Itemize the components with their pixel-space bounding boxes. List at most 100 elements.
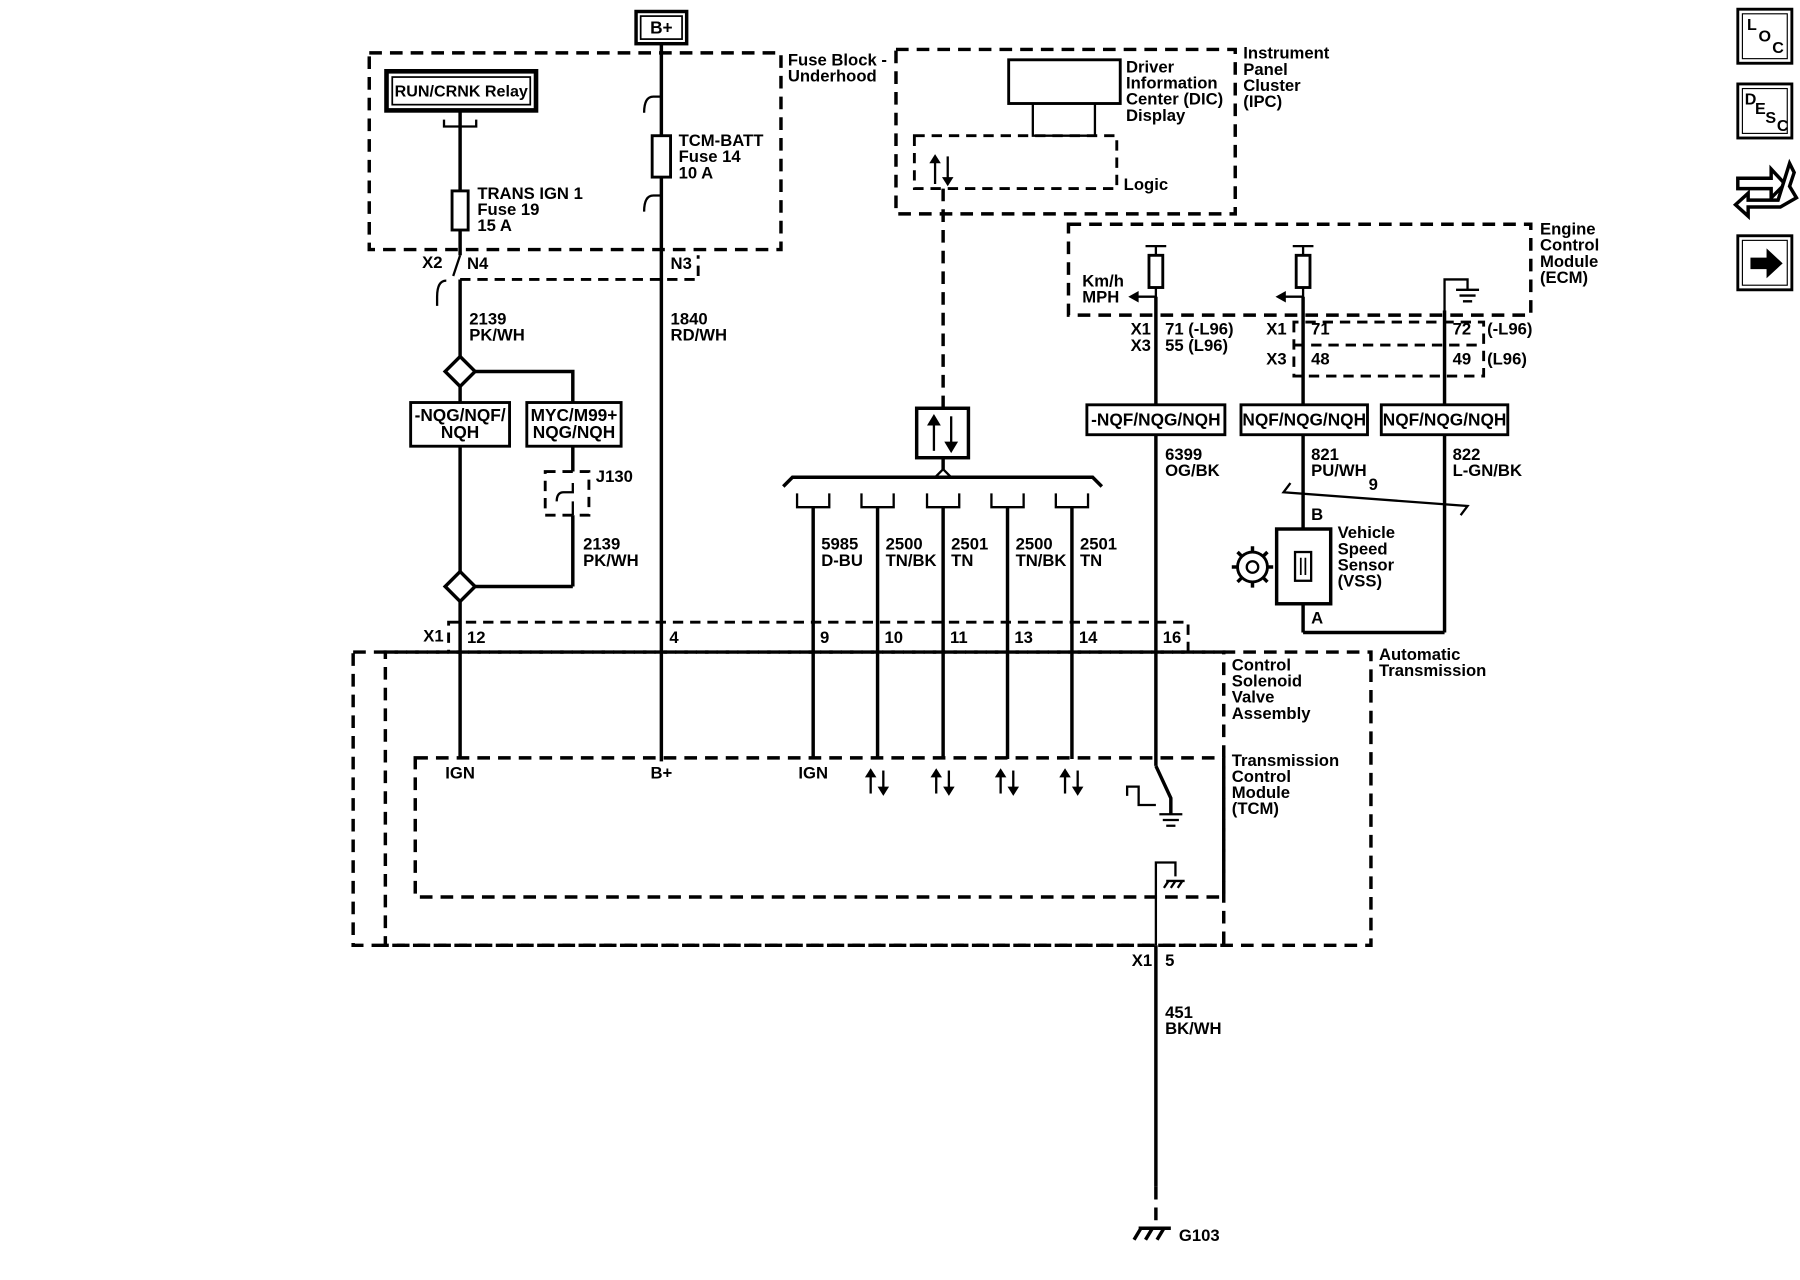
tcm-pin-16: 16 — [1163, 628, 1182, 647]
wire-1840-color: RD/WH — [671, 325, 727, 344]
tcm-pin-14: 14 — [1079, 628, 1098, 647]
option-box-ecm-a — [1085, 403, 1227, 437]
auto-trans-1: Automatic — [1379, 645, 1460, 664]
ipc-title-4: (IPC) — [1243, 92, 1282, 111]
twist-label: 9 — [1369, 475, 1378, 494]
relay-label: RUN/CRNK Relay — [395, 83, 528, 101]
ecm-c-pin-x3: 49 — [1453, 350, 1472, 369]
wire-5985-num: 5985 — [821, 535, 858, 554]
splice-j130 — [543, 470, 591, 517]
csva-1: Control — [1232, 655, 1291, 674]
wire-2500b-color: TN/BK — [1016, 551, 1067, 570]
serial-arrow-icon-14 — [1059, 768, 1084, 796]
power-source: B+ — [634, 9, 689, 46]
ground-x1: X1 — [1132, 951, 1152, 970]
vss-title-3: Sensor — [1338, 555, 1395, 574]
power-label: B+ — [650, 17, 673, 37]
ecm-a-x3: X3 — [1131, 336, 1151, 355]
fuse-block: Fuse Block - Underhood RUN/CRNK Relay TR… — [367, 43, 887, 762]
engine-control-module: Engine Control Module (ECM) Km/h MPH X1 … — [1066, 220, 1599, 405]
tcm-pin-12: 12 — [467, 628, 486, 647]
next-arrow-icon[interactable] — [1736, 234, 1794, 292]
tcm-bplus: B+ — [650, 764, 672, 783]
ground-label: G103 — [1179, 1226, 1220, 1245]
auto-trans-2: Transmission — [1379, 661, 1486, 680]
wire-2501a-color: TN — [951, 551, 973, 570]
side-nav: L O C D E S C — [1732, 7, 1799, 292]
connector-x2: X2 — [422, 253, 442, 272]
splice-diamond-bottom — [442, 569, 478, 604]
fuse-batt-line-2: Fuse 14 — [679, 147, 742, 166]
vss-pin-a: A — [1311, 608, 1323, 627]
instrument-panel-cluster: Instrument Panel Cluster (IPC) Driver In… — [894, 44, 1330, 216]
option-box-left — [409, 401, 511, 448]
dic-line-4: Display — [1126, 106, 1186, 125]
fuse-block-title-1: Fuse Block - — [788, 51, 887, 70]
wire-2139-num: 2139 — [469, 309, 506, 328]
fuse-tcm-batt — [650, 134, 673, 179]
ecm-a-pin-x1: 71 (-L96) — [1165, 320, 1234, 339]
vss-title-4: (VSS) — [1338, 572, 1382, 591]
speed-unit-kmh: Km/h — [1082, 271, 1124, 290]
splice-diamond-top — [442, 354, 478, 389]
wire-2139b-color: PK/WH — [583, 551, 639, 570]
csva-2: Solenoid — [1232, 672, 1302, 691]
fuse-batt-line-1: TCM-BATT — [679, 131, 764, 150]
speed-unit-mph: MPH — [1082, 287, 1119, 306]
vss-title-2: Speed — [1338, 539, 1388, 558]
logic-label: Logic — [1124, 175, 1168, 194]
wire-451-color: BK/WH — [1165, 1019, 1221, 1038]
dic-display — [1007, 58, 1122, 105]
ecm-b-x3: X3 — [1266, 350, 1286, 369]
option-left-2: NQH — [441, 422, 479, 442]
ipc-title-1: Instrument — [1243, 44, 1330, 63]
ipc-title-2: Panel — [1243, 60, 1287, 79]
ecm-title-2: Control — [1540, 236, 1599, 255]
wire-822-num: 822 — [1453, 445, 1481, 464]
ground-g103: X1 5 451 BK/WH G103 — [1132, 945, 1222, 1245]
ipc-logic — [912, 134, 1119, 191]
serial-arrow-icon-10 — [864, 768, 890, 796]
loc-letter-l: L — [1747, 16, 1757, 34]
schematic-icon[interactable] — [1732, 158, 1799, 221]
loc-icon[interactable]: L O C — [1736, 7, 1794, 65]
ign-option-branch: -NQG/NQF/ NQH MYC/M99+ NQG/NQH J130 2139… — [409, 354, 639, 760]
wire-2501b-num: 2501 — [1080, 535, 1117, 554]
option-left-1: -NQG/NQF/ — [415, 405, 506, 425]
pin-n4: N4 — [467, 254, 489, 273]
wire-1840-num: 1840 — [671, 309, 708, 328]
vss-title-1: Vehicle — [1338, 523, 1395, 542]
loc-letter-o: O — [1759, 27, 1772, 45]
wire-6399-color: OG/BK — [1165, 461, 1220, 480]
ecm-title-3: Module — [1540, 252, 1598, 271]
serial-data-branches — [795, 493, 1090, 760]
option-right-2: NQG/NQH — [533, 422, 615, 442]
tcm-pin-10: 10 — [884, 628, 903, 647]
desc-letter-c: C — [1777, 117, 1789, 135]
option-right-1: MYC/M99+ — [531, 405, 618, 425]
wire-451-num: 451 — [1165, 1003, 1193, 1022]
tcm-title-4: (TCM) — [1232, 799, 1279, 818]
serial-data-splice — [782, 406, 1104, 488]
csva-3: Valve — [1232, 688, 1275, 707]
fuse-ign-line-2: Fuse 19 — [477, 200, 539, 219]
automatic-transmission: Automatic Transmission Control Solenoid … — [351, 645, 1486, 948]
tcm-pin-9: 9 — [820, 628, 829, 647]
gear-icon — [1231, 546, 1274, 588]
option-ecm-b: NQF/NQG/NQH — [1242, 410, 1366, 430]
ecm-c-pin-x1: 72 — [1453, 320, 1472, 339]
option-box-ecm-c — [1379, 403, 1510, 437]
ipc-title-3: Cluster — [1243, 76, 1301, 95]
wire-2500b-num: 2500 — [1016, 535, 1053, 554]
ecm-title-1: Engine — [1540, 220, 1596, 239]
desc-icon[interactable]: D E S C — [1736, 82, 1794, 140]
twisted-pair-marker — [1281, 482, 1470, 516]
wire-6399-num: 6399 — [1165, 445, 1202, 464]
fuse-block-title-2: Underhood — [788, 67, 877, 86]
ecm-c-opt-x3: (L96) — [1487, 350, 1527, 369]
vss-pin-b: B — [1311, 505, 1323, 524]
wire-2501a-num: 2501 — [951, 535, 988, 554]
wire-2139b-num: 2139 — [583, 535, 620, 554]
splice-label: J130 — [596, 467, 633, 486]
